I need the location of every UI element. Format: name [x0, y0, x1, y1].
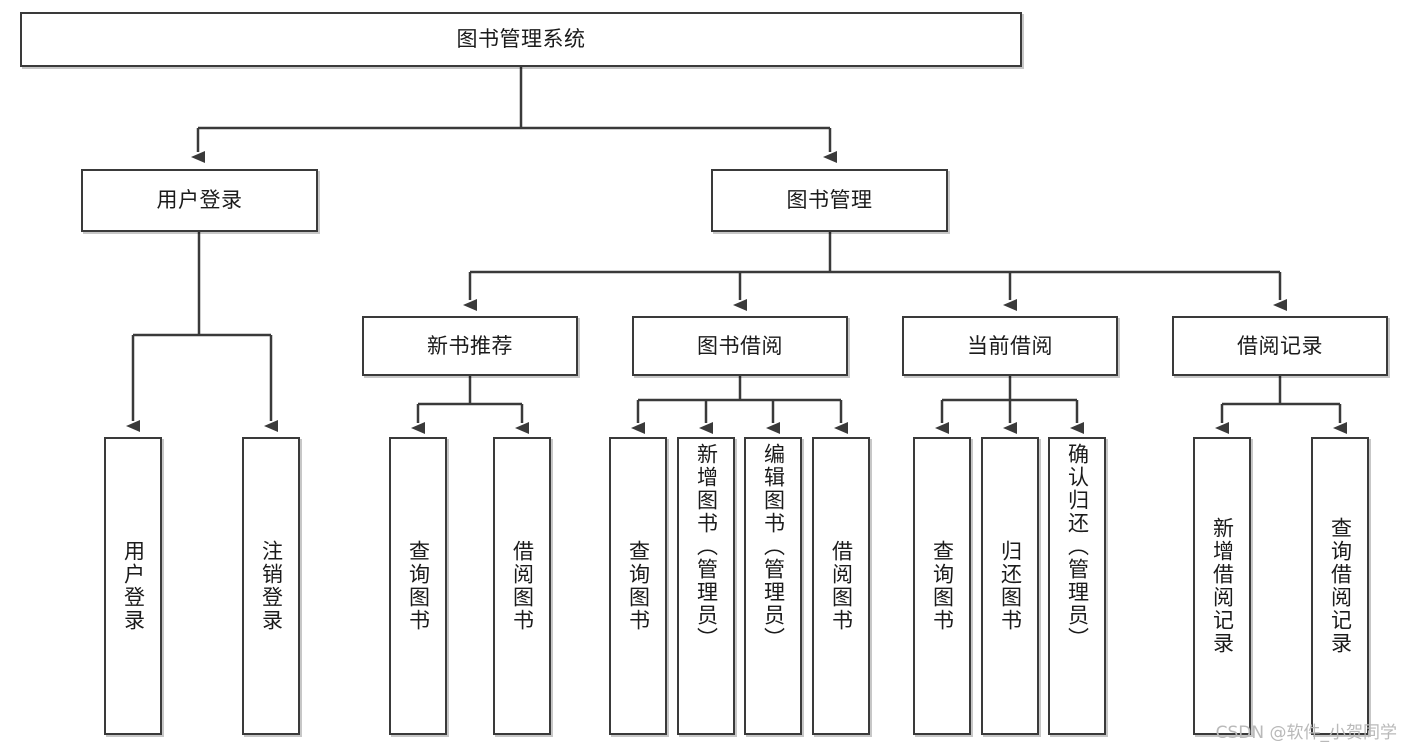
- node-label: 新增借阅记录: [1210, 517, 1235, 655]
- node-label: 借阅图书: [510, 540, 535, 632]
- node-book-borrow[interactable]: 图书借阅: [632, 316, 848, 376]
- node-new-book-recommend[interactable]: 新书推荐: [362, 316, 578, 376]
- node-label: 借阅图书: [829, 540, 854, 632]
- leaf-current-borrow-confirm-return-admin[interactable]: 确认归还（管理员）: [1048, 437, 1106, 735]
- node-label: 查询借阅记录: [1328, 517, 1353, 655]
- node-label: 注销登录: [259, 540, 284, 632]
- node-label: 用户登录: [121, 540, 146, 632]
- node-label: 查询图书: [930, 540, 955, 632]
- watermark-text: CSDN @软件_小贺同学: [1215, 723, 1397, 743]
- node-label: 新书推荐: [427, 333, 513, 358]
- node-user-login[interactable]: 用户登录: [81, 169, 318, 232]
- leaf-borrow-records-query-record[interactable]: 查询借阅记录: [1311, 437, 1369, 735]
- node-label: 查询图书: [406, 540, 431, 632]
- leaf-user-login-login[interactable]: 用户登录: [104, 437, 162, 735]
- leaf-book-borrow-query-book[interactable]: 查询图书: [609, 437, 667, 735]
- leaf-current-borrow-return-book[interactable]: 归还图书: [981, 437, 1039, 735]
- leaf-current-borrow-query-book[interactable]: 查询图书: [913, 437, 971, 735]
- node-label: 新增图书（管理员）: [694, 443, 719, 650]
- node-label: 图书管理: [786, 188, 873, 213]
- node-borrow-records[interactable]: 借阅记录: [1172, 316, 1388, 376]
- leaf-borrow-records-add-record[interactable]: 新增借阅记录: [1193, 437, 1251, 735]
- leaf-new-book-query-book[interactable]: 查询图书: [389, 437, 447, 735]
- node-label: 编辑图书（管理员）: [761, 443, 786, 650]
- node-label: 当前借阅: [967, 333, 1053, 358]
- leaf-book-borrow-borrow-book[interactable]: 借阅图书: [812, 437, 870, 735]
- leaf-book-borrow-add-book-admin[interactable]: 新增图书（管理员）: [677, 437, 735, 735]
- leaf-new-book-borrow-book[interactable]: 借阅图书: [493, 437, 551, 735]
- leaf-book-borrow-edit-book-admin[interactable]: 编辑图书（管理员）: [744, 437, 802, 735]
- node-label: 查询图书: [626, 540, 651, 632]
- node-label: 图书管理系统: [456, 27, 586, 52]
- node-label: 图书借阅: [697, 333, 783, 358]
- node-label: 用户登录: [156, 188, 243, 213]
- leaf-user-login-logout[interactable]: 注销登录: [242, 437, 300, 735]
- node-root-book-management-system[interactable]: 图书管理系统: [20, 12, 1022, 67]
- node-label: 归还图书: [998, 540, 1023, 632]
- node-label: 确认归还（管理员）: [1065, 443, 1090, 650]
- node-book-management[interactable]: 图书管理: [711, 169, 948, 232]
- node-label: 借阅记录: [1237, 333, 1323, 358]
- node-current-borrow[interactable]: 当前借阅: [902, 316, 1118, 376]
